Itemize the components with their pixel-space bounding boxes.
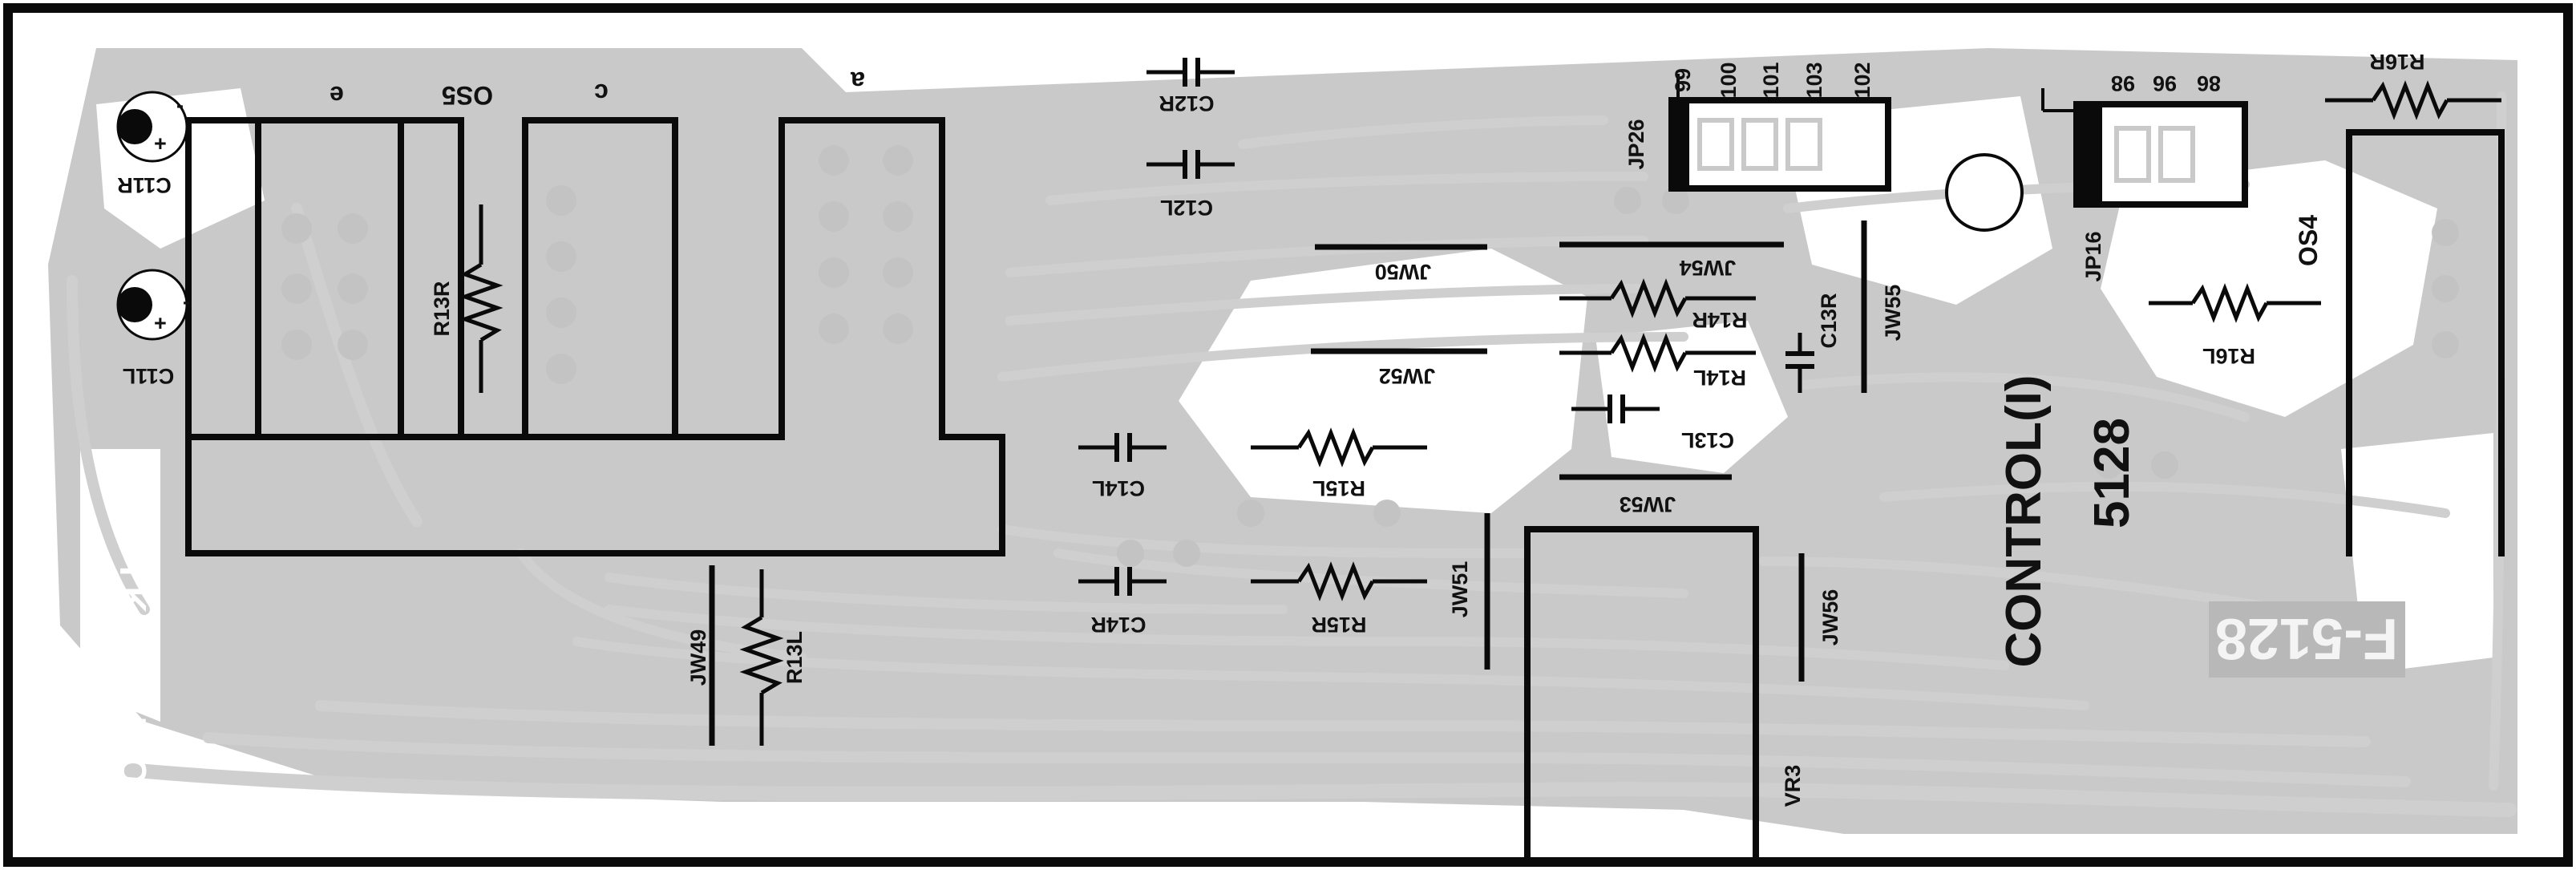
- capacitor-c11r: - + C11R: [116, 91, 188, 197]
- jumper-jw49: JW49: [686, 565, 715, 746]
- mirrored-marking: YKC4737-O: [112, 559, 154, 789]
- resistor-r13r: R13R: [430, 204, 503, 393]
- vr3-outline: [1524, 526, 1759, 865]
- header-jp26: JP26 99 100 101 103 102: [1624, 62, 1891, 192]
- jw50-label: JW50: [1375, 260, 1432, 284]
- jumper-jw52: JW52: [1311, 348, 1487, 388]
- header-jp16: JP16 86 96 98: [2041, 71, 2248, 282]
- mounting-hole: [1945, 153, 2024, 232]
- r13l-label: R13L: [783, 631, 807, 684]
- resistor-r14r: R14R: [1559, 278, 1756, 332]
- jp26-pin-99: 99: [1671, 68, 1695, 92]
- jw53-label: JW53: [1620, 492, 1676, 516]
- svg-text:+: +: [154, 311, 167, 335]
- jumper-jw53: JW53: [1559, 474, 1732, 516]
- solder-pads: [281, 145, 2459, 567]
- r14l-label: R14L: [1693, 366, 1746, 390]
- jw55-label: JW55: [1881, 285, 1905, 342]
- jp26-pin-102: 102: [1850, 62, 1874, 98]
- resistor-r15r: R15R: [1251, 561, 1427, 637]
- c11l-label: C11L: [123, 364, 175, 388]
- c12r-label: C12R: [1159, 91, 1214, 115]
- jp16-pin-86: 86: [2197, 71, 2221, 95]
- r16r-label: R16R: [2369, 50, 2424, 74]
- jumper-jw50: JW50: [1315, 244, 1487, 284]
- os5-connector-outline: [185, 117, 1005, 556]
- capacitor-c13l: C13L: [1571, 395, 1734, 452]
- c13l-label: C13L: [1681, 428, 1734, 452]
- c14l-label: C14L: [1092, 476, 1145, 500]
- jumper-jw56: JW56: [1798, 553, 1842, 682]
- capacitor-c12r: C12R: [1146, 58, 1235, 115]
- vr3-label: VR3: [1781, 765, 1805, 807]
- os4-label: OS4: [2294, 215, 2323, 266]
- jumper-jw51: JW51: [1448, 513, 1490, 670]
- c11r-label: C11R: [117, 173, 172, 197]
- jw49-label: JW49: [686, 629, 710, 686]
- capacitor-c12l: C12L: [1146, 150, 1235, 220]
- jp26-pin-103: 103: [1802, 62, 1826, 98]
- svg-text:-: -: [183, 289, 190, 314]
- jp16-pin-98: 98: [2111, 71, 2135, 95]
- capacitor-c11l: - + C11L: [116, 269, 190, 388]
- os5-connector-outline-left: [185, 117, 261, 440]
- jp16-label: JP16: [2081, 231, 2105, 281]
- capacitor-c14l: C14L: [1078, 433, 1167, 500]
- r14r-label: R14R: [1692, 308, 1747, 332]
- board-code-box: F-5128: [2209, 601, 2405, 678]
- jp26-label: JP26: [1624, 119, 1648, 169]
- c14r-label: C14R: [1090, 613, 1146, 637]
- jp26-pin-101: 101: [1759, 62, 1783, 98]
- r16l-label: R16L: [2202, 344, 2255, 368]
- resistor-r15l: R15L: [1251, 427, 1427, 500]
- c12l-label: C12L: [1160, 196, 1213, 220]
- jw54-label: JW54: [1680, 256, 1737, 280]
- os5-pin-a: a: [851, 67, 865, 95]
- jw51-label: JW51: [1448, 561, 1472, 618]
- os5-label: OS5: [442, 81, 493, 110]
- board-code: F-5128: [2215, 606, 2398, 670]
- svg-text:-: -: [176, 93, 184, 117]
- jw52-label: JW52: [1379, 364, 1436, 388]
- resistor-r14l: R14L: [1559, 333, 1756, 390]
- resistor-r16l: R16L: [2149, 283, 2321, 368]
- c13r-label: C13R: [1817, 293, 1841, 348]
- os4-connector-outline: [2346, 129, 2505, 556]
- capacitor-c14r: C14R: [1078, 567, 1167, 637]
- r15r-label: R15R: [1311, 613, 1366, 637]
- jp16-pin-96: 96: [2153, 71, 2177, 95]
- resistor-r13l: R13L: [739, 569, 807, 746]
- os5-pin-c: c: [594, 79, 609, 107]
- jw56-label: JW56: [1818, 589, 1842, 646]
- jumper-jw54: JW54: [1559, 241, 1784, 280]
- jumper-jw55: JW55: [1861, 221, 1905, 393]
- r15l-label: R15L: [1312, 476, 1365, 500]
- resistor-r16r: R16R: [2325, 50, 2501, 120]
- board-number: 5128: [2085, 418, 2140, 528]
- board-title: CONTROL(I): [1996, 374, 2052, 667]
- svg-text:+: +: [154, 132, 167, 156]
- capacitor-c13r: C13R: [1785, 293, 1841, 393]
- os5-pin-e: e: [330, 81, 344, 110]
- r13r-label: R13R: [430, 281, 454, 336]
- jp26-pin-100: 100: [1717, 62, 1741, 98]
